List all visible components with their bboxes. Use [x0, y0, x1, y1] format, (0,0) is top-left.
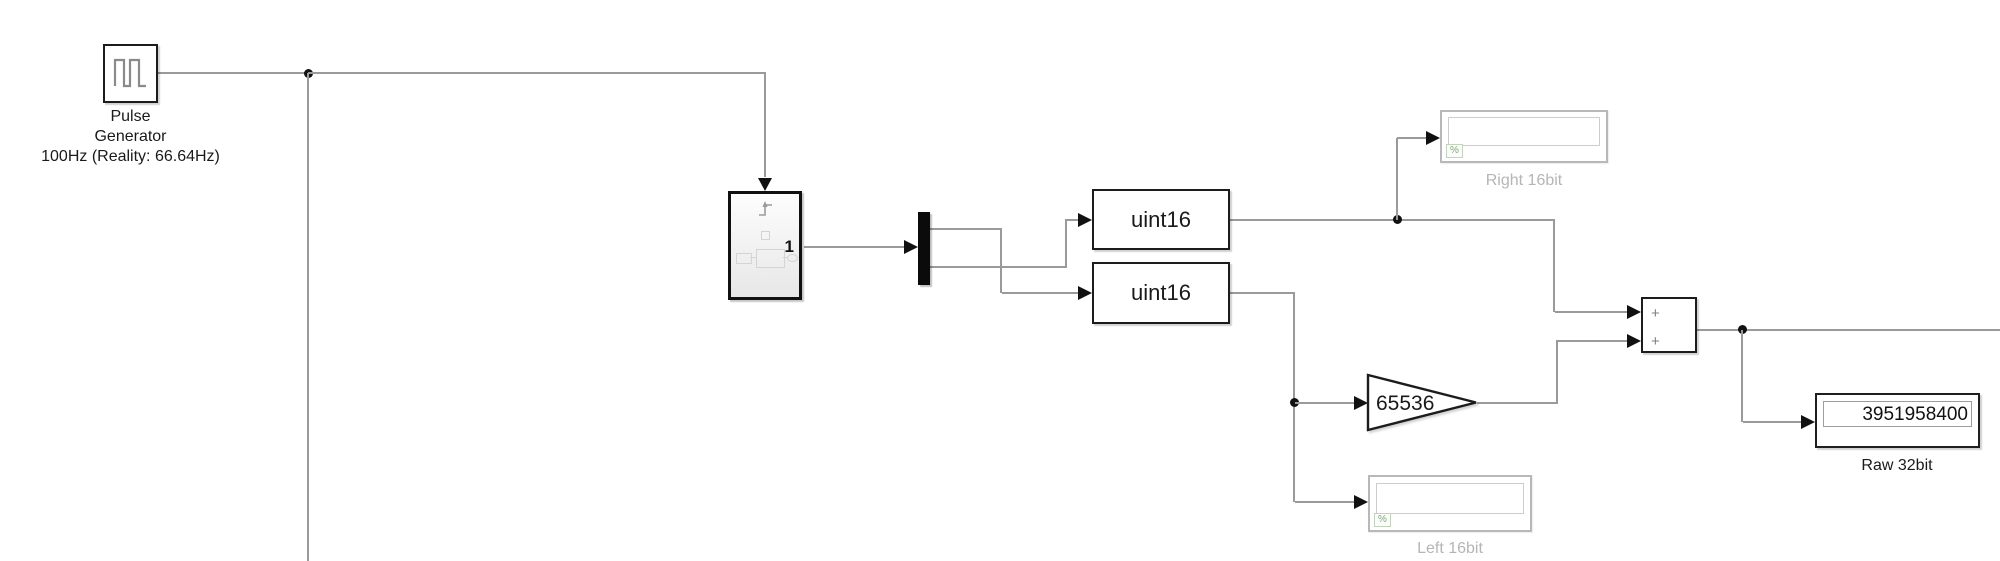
- wire-arrowhead: [1078, 286, 1092, 300]
- wire-arrowhead: [1078, 213, 1092, 227]
- wire-gain-out-b[interactable]: [1556, 340, 1558, 404]
- wire-demux-out2-b[interactable]: [1065, 219, 1067, 267]
- wire-demux-out1-b[interactable]: [1000, 229, 1002, 293]
- branch-dot: [1738, 325, 1747, 334]
- wire-gain-out-c[interactable]: [1558, 340, 1627, 342]
- subsystem-preview-node: [756, 249, 785, 268]
- wire-arrowhead-down: [758, 178, 772, 191]
- percent-icon: %: [1446, 144, 1463, 158]
- conversion-label: uint16: [1131, 280, 1191, 305]
- display-value-box: [1448, 117, 1600, 146]
- wire-trigger-drop[interactable]: [764, 73, 766, 177]
- subsystem-preview-port: [787, 254, 798, 262]
- pulse-generator-label: Pulse Generator 100Hz (Reality: 66.64Hz): [0, 107, 261, 167]
- wire-to-left-display[interactable]: [1295, 501, 1354, 503]
- wire-sum-out[interactable]: [1697, 329, 2000, 331]
- wire-arrowhead: [1426, 131, 1440, 145]
- conversion-label: uint16: [1131, 206, 1191, 232]
- gain-value: 65536: [1376, 392, 1435, 415]
- display-left-16bit-label: Left 16bit: [1417, 540, 1483, 557]
- sum-plus-sign: +: [1651, 333, 1660, 350]
- wire-arrowhead: [1801, 415, 1815, 429]
- display-left-16bit-block[interactable]: %: [1368, 475, 1532, 532]
- subsystem-preview-node: [736, 253, 752, 264]
- data-type-conversion-bottom-block[interactable]: uint16: [1092, 262, 1230, 324]
- wire-convert-bottom-drop[interactable]: [1293, 293, 1295, 502]
- wire-to-raw-display-b[interactable]: [1743, 421, 1801, 423]
- wire-gain-out-a[interactable]: [1477, 402, 1558, 404]
- wire-convert-bottom-out[interactable]: [1230, 292, 1295, 294]
- triggered-subsystem-block[interactable]: 1: [728, 191, 802, 300]
- wire-demux-out2-c[interactable]: [1067, 219, 1078, 221]
- wire-to-sum1-b[interactable]: [1555, 311, 1627, 313]
- output-port-label: 1: [784, 237, 794, 256]
- sum-block[interactable]: + +: [1641, 297, 1697, 353]
- wire-arrowhead: [1627, 305, 1641, 319]
- wire-arrowhead: [1354, 495, 1368, 509]
- display-value-box: 3951958400: [1823, 401, 1972, 427]
- wire-demux-out2-a[interactable]: [930, 266, 1067, 268]
- wire-to-gain[interactable]: [1295, 402, 1354, 404]
- data-type-conversion-top-block[interactable]: uint16: [1092, 189, 1230, 250]
- sum-plus-sign: +: [1651, 305, 1660, 322]
- wire-to-right-display-b[interactable]: [1397, 137, 1429, 139]
- display-right-16bit-label: Right 16bit: [1485, 172, 1563, 189]
- wire-pulse-to-trigger[interactable]: [308, 72, 766, 74]
- display-value-box: [1376, 483, 1524, 514]
- wire-to-sum1-a[interactable]: [1553, 220, 1555, 312]
- branch-dot: [1290, 398, 1299, 407]
- wire-convert-top-out[interactable]: [1230, 219, 1555, 221]
- pulse-generator-label-line1: Pulse: [110, 108, 151, 125]
- pulse-generator-label-line3: 100Hz (Reality: 66.64Hz): [41, 148, 220, 165]
- wire-pulse-out[interactable]: [158, 72, 308, 74]
- subsystem-preview-node: [761, 231, 770, 240]
- trigger-icon: [759, 201, 772, 216]
- percent-icon: %: [1374, 513, 1391, 527]
- display-raw-32bit-label: Raw 32bit: [1861, 457, 1933, 474]
- gain-block[interactable]: 65536: [1366, 373, 1480, 435]
- wire-arrowhead: [1627, 334, 1641, 348]
- pulse-generator-block[interactable]: [103, 44, 158, 103]
- wire-arrowhead: [1354, 396, 1368, 410]
- wire-demux-out1-a[interactable]: [930, 228, 1002, 230]
- display-right-16bit-block[interactable]: %: [1440, 110, 1608, 163]
- demux-block[interactable]: [918, 212, 930, 285]
- wire-to-raw-display-a[interactable]: [1741, 330, 1743, 422]
- pulse-generator-label-line2: Generator: [94, 128, 167, 145]
- subsystem-preview-wire: [783, 257, 787, 258]
- wire-arrowhead: [904, 240, 918, 254]
- wire-subsystem-out[interactable]: [804, 246, 904, 248]
- subsystem-preview-wire: [750, 257, 756, 258]
- pulse-wave-icon: [113, 58, 146, 88]
- wire-pulse-branch-down[interactable]: [307, 73, 309, 561]
- wire-demux-out1-c[interactable]: [1002, 292, 1078, 294]
- display-raw-32bit-block[interactable]: 3951958400: [1815, 393, 1980, 448]
- gain-triangle-icon: [1366, 373, 1477, 432]
- wire-to-right-display-a[interactable]: [1396, 138, 1398, 220]
